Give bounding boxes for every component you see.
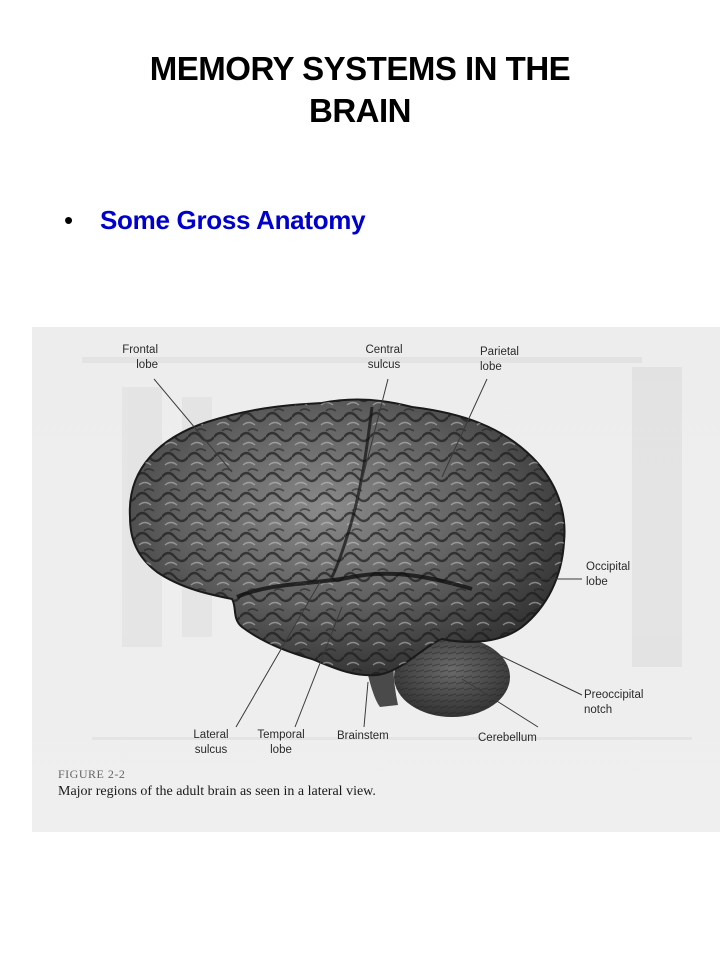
label-frontal-lobe: Frontal lobe [122, 344, 158, 371]
slide-title-line-1: MEMORY SYSTEMS IN THE [149, 50, 571, 87]
central-sulcus-groove [330, 406, 374, 578]
label-preoccipital-notch: Preoccipital notch [584, 689, 644, 716]
figure-caption: Major regions of the adult brain as seen… [58, 784, 376, 799]
bullet-item: • Some Gross Anatomy [64, 205, 366, 236]
label-parietal-lobe: Parietal lobe [480, 346, 519, 373]
brain-figure: Frontal lobe Central sulcus Parietal lob… [32, 327, 720, 832]
bullet-text: Some Gross Anatomy [100, 205, 366, 235]
slide-title-line-2: BRAIN [309, 92, 412, 129]
label-lateral-sulcus: Lateral sulcus [193, 729, 229, 756]
label-occipital-lobe: Occipital lobe [586, 561, 631, 588]
figure-number: FIGURE 2-2 [58, 767, 126, 781]
label-central-sulcus: Central sulcus [365, 344, 403, 371]
label-cerebellum: Cerebellum [478, 732, 537, 744]
bullet-marker: • [64, 205, 74, 235]
brain-illustration [82, 357, 692, 740]
label-temporal-lobe: Temporal lobe [257, 729, 305, 756]
lateral-sulcus-groove [236, 571, 473, 599]
slide-title: MEMORY SYSTEMS IN THE BRAIN [0, 48, 720, 132]
label-brainstem: Brainstem [337, 730, 389, 742]
leader-lines [153, 378, 583, 728]
